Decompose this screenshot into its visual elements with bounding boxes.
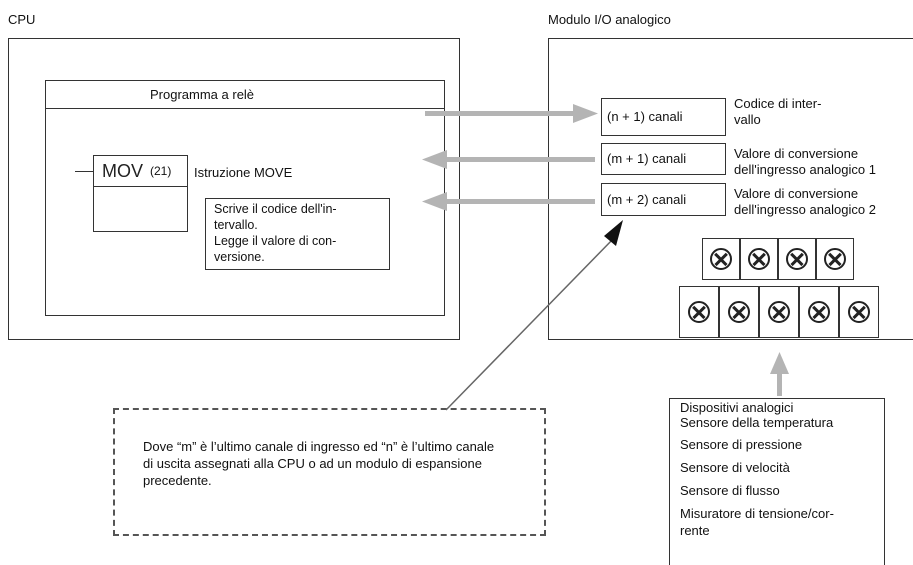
terminal-screw <box>778 238 816 280</box>
analog-devices-list: Dispositivi analogici Sensore della temp… <box>680 399 834 539</box>
screw-icon <box>768 301 790 323</box>
note-box <box>205 198 390 270</box>
channel-box-n1: (n + 1) canali <box>601 98 726 136</box>
terminal-screw <box>759 286 799 338</box>
terminal-screw <box>719 286 759 338</box>
note-line: versione. <box>214 250 265 264</box>
footnote-line: precedente. <box>143 473 212 488</box>
device-item: rente <box>680 523 710 538</box>
screw-icon <box>786 248 808 270</box>
mov-block <box>93 155 188 232</box>
screw-icon <box>748 248 770 270</box>
terminal-screw <box>740 238 778 280</box>
screw-icon <box>848 301 870 323</box>
screw-icon <box>824 248 846 270</box>
ladder-program-label: Programma a relè <box>150 87 255 102</box>
screw-icon <box>688 301 710 323</box>
channel-label: (n + 1) canali <box>607 109 683 124</box>
move-instruction-label: Istruzione MOVE <box>194 165 293 180</box>
channel-desc-line: Codice di inter- <box>734 96 822 111</box>
channel-box-m2: (m + 2) canali <box>601 183 726 216</box>
channel-label: (m + 1) canali <box>607 151 687 166</box>
rung-line <box>75 171 95 172</box>
module-title: Modulo I/O analogico <box>548 12 671 27</box>
cpu-title: CPU <box>8 12 36 27</box>
terminal-screw <box>799 286 839 338</box>
channel-desc-line: dell'ingresso analogico 2 <box>734 202 876 217</box>
mov-code: (21) <box>150 164 172 178</box>
ladder-program-divider <box>45 108 445 109</box>
channel-desc-m1: Valore di conversione dell'ingresso anal… <box>734 146 876 178</box>
terminal-screw <box>679 286 719 338</box>
mov-instruction: MOV <box>102 161 144 181</box>
device-item: Sensore della temperatura <box>680 415 834 430</box>
arrow-up-icon <box>770 352 789 396</box>
channel-desc-line: Valore di conversione <box>734 186 859 201</box>
device-item: Misuratore di tensione/cor- <box>680 506 834 521</box>
screw-icon <box>710 248 732 270</box>
footnote-box <box>113 408 546 536</box>
footnote-text: Dove “m” è l’ultimo canale di ingresso e… <box>143 438 494 489</box>
screw-icon <box>808 301 830 323</box>
footnote-line: di uscita assegnati alla CPU o ad un mod… <box>143 456 482 471</box>
screw-icon <box>728 301 750 323</box>
device-item: Sensore di flusso <box>680 483 780 498</box>
device-item: Sensore di velocità <box>680 460 790 475</box>
note-line: Scrive il codice dell'in- <box>214 202 337 216</box>
channel-desc-line: dell'ingresso analogico 1 <box>734 162 876 177</box>
channel-label: (m + 2) canali <box>607 191 687 207</box>
note-text: Scrive il codice dell'in- tervallo. Legg… <box>214 201 337 265</box>
channel-desc-line: Valore di conversione <box>734 146 859 161</box>
channel-desc-n1: Codice di inter- vallo <box>734 96 821 128</box>
footnote-line: Dove “m” è l’ultimo canale di ingresso e… <box>143 439 495 454</box>
analog-devices-title: Dispositivi analogici <box>680 400 794 415</box>
channel-box-m1: (m + 1) canali <box>601 143 726 175</box>
note-line: tervallo. <box>214 218 258 232</box>
terminal-screw <box>816 238 854 280</box>
terminal-screw <box>839 286 879 338</box>
note-line: Legge il valore di con- <box>214 234 337 248</box>
analog-devices-box <box>669 398 885 565</box>
terminal-screw <box>702 238 740 280</box>
mov-block-divider <box>93 186 188 187</box>
device-item: Sensore di pressione <box>680 437 803 452</box>
channel-desc-m2: Valore di conversione dell'ingresso anal… <box>734 186 876 218</box>
channel-desc-line: vallo <box>734 112 761 127</box>
